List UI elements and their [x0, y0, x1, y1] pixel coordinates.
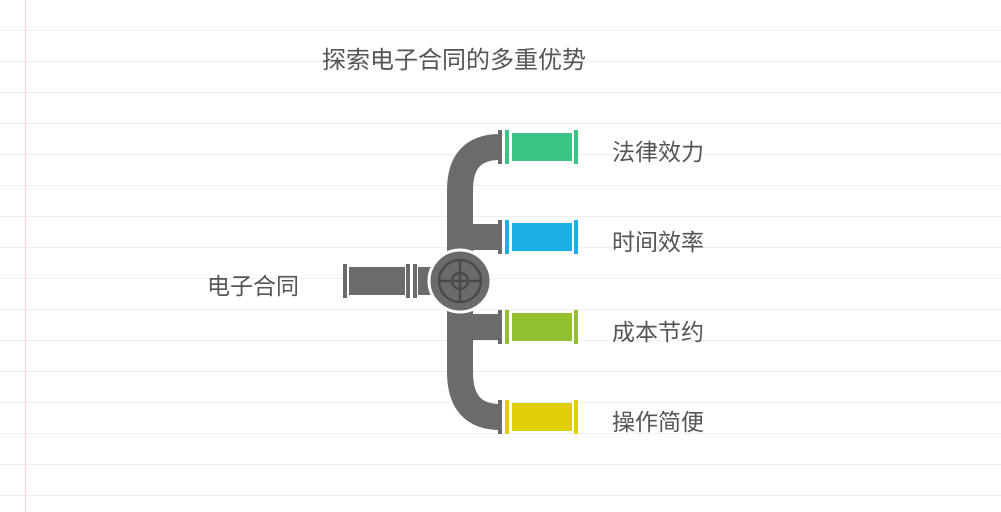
- branch-pipe-legal-validity: [498, 130, 578, 164]
- branch-pipe-ease-of-use: [498, 400, 578, 434]
- branch-pipe-cost-saving: [498, 310, 578, 344]
- branch-pipe-time-efficiency: [498, 220, 578, 254]
- source-pipe: [343, 264, 436, 298]
- valve-wheel-icon: [429, 250, 491, 312]
